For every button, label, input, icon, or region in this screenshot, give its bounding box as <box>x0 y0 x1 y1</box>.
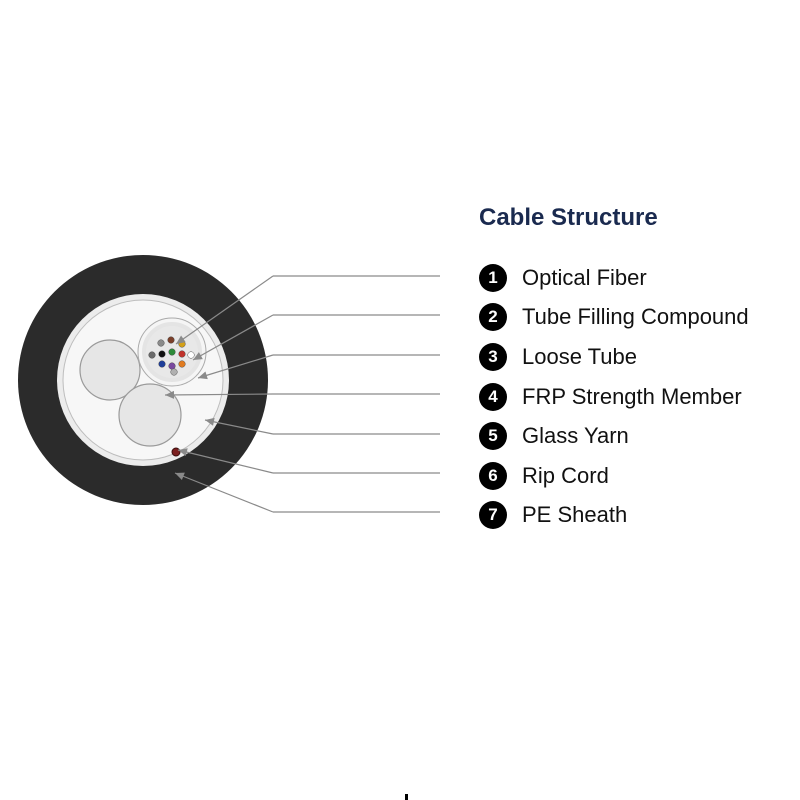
leader-line-loose-tube <box>197 354 440 380</box>
leader-arrowhead <box>205 417 215 426</box>
legend-label-loose-tube: Loose Tube <box>522 343 637 369</box>
optical-fiber-strand <box>148 351 156 359</box>
diagram-title: Cable Structure <box>479 204 658 231</box>
optical-fiber-strand <box>158 360 166 368</box>
optical-fiber-strand <box>170 368 178 376</box>
optical-fibers <box>148 336 195 376</box>
optical-fiber-strand <box>178 350 186 358</box>
leader-line-diagonal <box>197 354 274 379</box>
leader-line-diagonal <box>174 472 274 513</box>
leader-arrowhead <box>176 335 186 344</box>
optical-fiber-strand <box>158 350 166 358</box>
number-badge-3: 3 <box>479 342 507 371</box>
number-badge-2: 2 <box>479 303 507 332</box>
number-badge-1: 1 <box>479 263 507 292</box>
leader-arrowhead <box>175 472 185 481</box>
leader-arrowhead <box>193 352 203 360</box>
legend-label-pe-sheath: PE Sheath <box>522 502 628 528</box>
legend-label-glass-yarn: Glass Yarn <box>522 423 629 449</box>
legend-item-pe-sheath: 7 PE Sheath <box>479 496 749 536</box>
leader-line-glass-yarn <box>204 417 440 435</box>
rip-cord <box>171 447 181 457</box>
legend-item-frp-strength-member: 4 FRP Strength Member <box>479 377 749 417</box>
optical-fiber-strand <box>167 336 175 344</box>
number-badge-6: 6 <box>479 461 507 490</box>
leader-line-diagonal <box>192 314 274 361</box>
frp-strength-member-bottom <box>118 383 182 447</box>
leader-arrowhead <box>178 448 188 457</box>
legend-item-glass-yarn: 5 Glass Yarn <box>479 416 749 456</box>
optical-fiber-strand <box>168 348 176 356</box>
leader-line-diagonal <box>164 393 274 396</box>
leader-line-diagonal <box>204 419 274 435</box>
component-legend: 1 Optical Fiber 2 Tube Filling Compound … <box>479 258 749 535</box>
legend-label-rip-cord: Rip Cord <box>522 462 609 488</box>
number-badge-5: 5 <box>479 422 507 451</box>
number-badge-7: 7 <box>479 501 507 530</box>
number-badge-4: 4 <box>479 382 507 411</box>
stray-mark <box>405 794 408 800</box>
leader-line-optical-fiber <box>175 275 440 345</box>
legend-label-optical-fiber: Optical Fiber <box>522 264 647 290</box>
legend-item-tube-filling-compound: 2 Tube Filling Compound <box>479 298 749 338</box>
legend-item-optical-fiber: 1 Optical Fiber <box>479 258 749 298</box>
leader-line-diagonal <box>177 449 274 474</box>
leader-line-diagonal <box>175 275 274 345</box>
leader-arrowhead <box>165 390 175 399</box>
leader-line-rip-cord <box>177 448 440 474</box>
legend-item-rip-cord: 6 Rip Cord <box>479 456 749 496</box>
legend-label-tube-filling-compound: Tube Filling Compound <box>522 304 749 330</box>
frp-strength-member-left <box>79 339 141 401</box>
leader-line-pe-sheath <box>174 472 440 513</box>
optical-fiber-strand <box>157 339 165 347</box>
optical-fiber-strand <box>187 351 195 359</box>
legend-item-loose-tube: 3 Loose Tube <box>479 337 749 377</box>
leader-lines <box>164 275 440 513</box>
leader-line-frp-strength-member <box>164 390 440 399</box>
optical-fiber-strand <box>178 360 186 368</box>
optical-fiber-strand <box>168 362 176 370</box>
leader-arrowhead <box>198 371 208 380</box>
leader-line-tube-filling-compound <box>192 314 440 361</box>
legend-label-frp-strength-member: FRP Strength Member <box>522 383 742 409</box>
